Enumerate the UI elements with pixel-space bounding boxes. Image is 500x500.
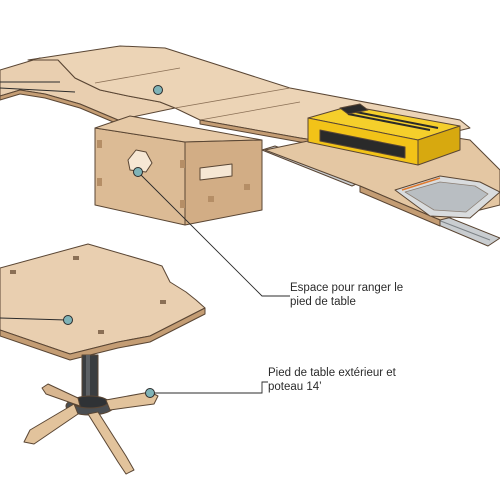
callout-dot-icon xyxy=(145,388,155,398)
callout-dot-icon xyxy=(153,85,163,95)
leader-line-left-slab xyxy=(0,87,76,93)
table-leg-label: Pied de table extérieur et poteau 14’ xyxy=(268,366,428,394)
storage-space-label: Espace pour ranger le pied de table xyxy=(290,281,440,309)
leg-label-line-2: poteau 14’ xyxy=(268,381,322,393)
table-foot-right xyxy=(105,391,159,411)
table-foot-left xyxy=(23,403,79,445)
table-top xyxy=(0,243,206,355)
table-foot-back xyxy=(41,383,81,407)
storage-label-line-1: Espace pour ranger le xyxy=(290,282,404,294)
callout-dot-icon xyxy=(133,167,143,177)
leader-line-table-top xyxy=(0,317,67,321)
table-foot-front xyxy=(87,411,135,475)
leg-label-line-1: Pied de table extérieur et xyxy=(268,367,396,379)
callout-dots xyxy=(63,85,163,398)
leader-line-storage xyxy=(137,171,290,297)
callout-dot-icon xyxy=(63,315,73,325)
leader-line-table-leg xyxy=(150,381,268,394)
callout-lines xyxy=(0,81,290,394)
storage-label-line-2: pied de table xyxy=(290,296,356,308)
yellow-cooler xyxy=(307,103,461,166)
bench-assembly xyxy=(0,45,500,247)
storage-box-side xyxy=(184,139,263,226)
table-assembly xyxy=(0,243,206,475)
